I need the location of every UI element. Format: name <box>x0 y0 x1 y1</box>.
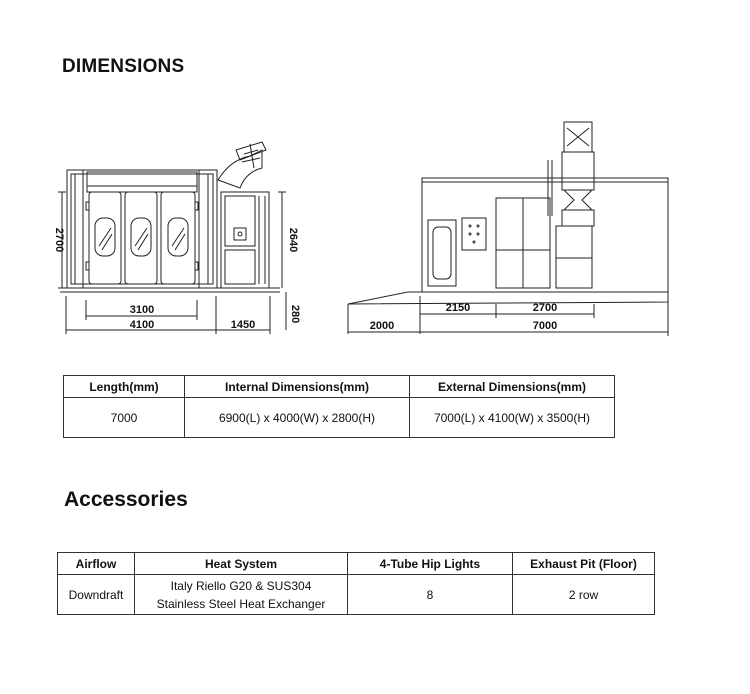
table-cell: Downdraft <box>57 574 135 615</box>
accessories-table: Airflow Heat System 4-Tube Hip Lights Ex… <box>57 552 655 615</box>
front-base-height-label: 280 <box>289 305 301 323</box>
side-view-drawing <box>347 121 669 336</box>
front-height-left-label: 2700 <box>53 228 65 252</box>
dimensions-heading: DIMENSIONS <box>62 56 185 77</box>
side-offset-door-label: 2700 <box>533 302 557 314</box>
table-cell: Italy Riello G20 & SUS304 Stainless Stee… <box>134 574 348 615</box>
table-header: Internal Dimensions(mm) <box>184 375 410 398</box>
table-header: External Dimensions(mm) <box>409 375 615 398</box>
front-view-drawing <box>58 141 287 334</box>
table-cell: 7000 <box>63 397 185 438</box>
table-header: Airflow <box>57 552 135 575</box>
table-cell: 2 row <box>512 574 655 615</box>
front-side-extension-label: 1450 <box>231 319 255 331</box>
heat-system-line: Italy Riello G20 & SUS304 <box>170 578 312 593</box>
side-total-length-label: 7000 <box>533 320 557 332</box>
heat-system-line: Stainless Steel Heat Exchanger <box>156 596 326 611</box>
side-offset-front-label: 2150 <box>446 302 470 314</box>
table-header: Length(mm) <box>63 375 185 398</box>
front-outer-width-label: 4100 <box>130 319 154 331</box>
table-header: 4-Tube Hip Lights <box>347 552 513 575</box>
accessories-heading: Accessories <box>64 488 188 511</box>
dimensions-table: Length(mm) Internal Dimensions(mm) Exter… <box>63 375 615 438</box>
side-ramp-length-label: 2000 <box>370 320 394 332</box>
front-height-right-label: 2640 <box>287 228 299 252</box>
table-header: Exhaust Pit (Floor) <box>512 552 655 575</box>
table-cell: 7000(L) x 4100(W) x 3500(H) <box>409 397 615 438</box>
table-header: Heat System <box>134 552 348 575</box>
table-cell: 6900(L) x 4000(W) x 2800(H) <box>184 397 410 438</box>
front-inner-width-label: 3100 <box>130 304 154 316</box>
table-cell: 8 <box>347 574 513 615</box>
